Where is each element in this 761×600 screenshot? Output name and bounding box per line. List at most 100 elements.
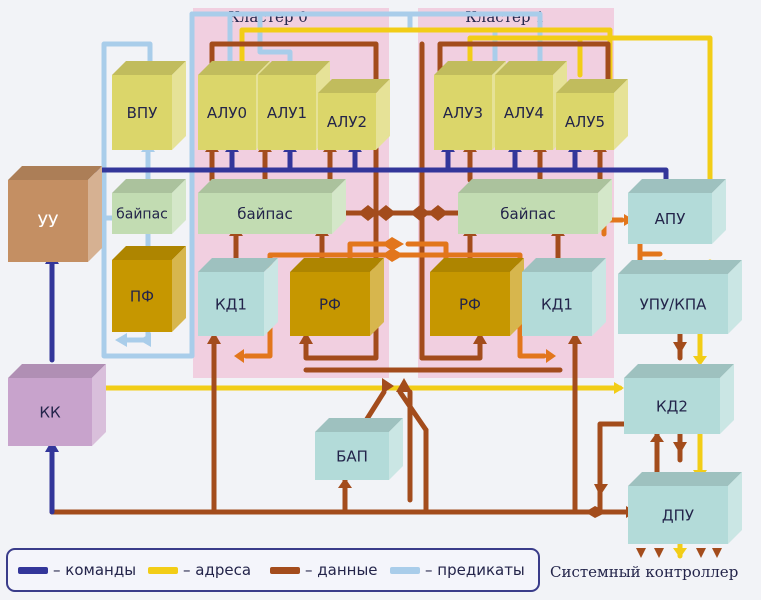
block-top-face: [112, 179, 186, 193]
block-side-face: [172, 179, 186, 234]
block-alu4: АЛУ4: [495, 61, 567, 150]
block-label: АЛУ4: [504, 104, 544, 122]
block-front-face: [430, 272, 510, 336]
block-top-face: [315, 418, 403, 432]
block-label: байпас: [116, 207, 168, 223]
block-top-face: [198, 258, 278, 272]
block-front-face: [495, 75, 553, 150]
legend-swatch-commands: [18, 566, 48, 574]
block-label: АПУ: [655, 210, 686, 228]
block-bypass-pred: байпас: [112, 179, 186, 234]
block-upu-kpa: УПУ/КПА: [618, 260, 742, 334]
block-front-face: [198, 75, 256, 150]
legend-swatch-data: [270, 566, 300, 574]
block-front-face: [458, 193, 598, 234]
block-label: ДПУ: [662, 506, 694, 524]
data-lines: [49, 41, 683, 515]
block-front-face: [624, 378, 720, 434]
block-side-face: [720, 364, 734, 434]
block-front-face: [258, 75, 316, 150]
block-label: АЛУ5: [565, 113, 605, 131]
block-side-face: [332, 179, 346, 234]
legend-item-predicates: – предикаты: [390, 561, 525, 579]
legend: – команды – адреса – данные – предикаты: [6, 548, 540, 592]
block-side-face: [370, 258, 384, 336]
block-label: КД1: [215, 295, 247, 313]
legend-item-commands: – команды: [18, 561, 136, 579]
block-top-face: [556, 79, 628, 93]
block-uu: УУ: [8, 166, 102, 262]
block-rf-c0: РФ: [290, 258, 384, 336]
legend-item-addresses: – адреса: [148, 561, 251, 579]
block-label: РФ: [459, 295, 481, 313]
block-kd1-c1: КД1: [522, 258, 606, 336]
block-top-face: [112, 246, 186, 260]
block-top-face: [458, 179, 612, 193]
system-controller-label: Системный контроллер: [550, 563, 739, 581]
block-side-face: [264, 258, 278, 336]
block-side-face: [88, 166, 102, 262]
block-label: РФ: [319, 295, 341, 313]
block-label: ПФ: [130, 287, 154, 305]
cluster-0-label: Кластер 0: [228, 8, 308, 26]
block-front-face: [628, 193, 712, 244]
block-front-face: [112, 260, 172, 332]
block-alu2: АЛУ2: [318, 79, 390, 150]
block-label: АЛУ0: [207, 104, 247, 122]
block-bap: БАП: [315, 418, 403, 480]
block-front-face: [8, 180, 88, 262]
block-pf: ПФ: [112, 246, 186, 332]
block-side-face: [614, 79, 628, 150]
block-top-face: [258, 61, 330, 75]
block-side-face: [172, 246, 186, 332]
legend-item-data: – данные: [270, 561, 378, 579]
block-label: КД2: [656, 397, 688, 415]
block-top-face: [8, 364, 106, 378]
block-rf-c1: РФ: [430, 258, 524, 336]
legend-label-predicates: – предикаты: [425, 561, 525, 579]
block-top-face: [8, 166, 102, 180]
block-side-face: [712, 179, 726, 244]
block-top-face: [198, 179, 346, 193]
block-label: КК: [39, 403, 61, 421]
block-label: ВПУ: [127, 104, 158, 122]
block-dpu: ДПУ: [628, 472, 742, 544]
block-front-face: [618, 274, 728, 334]
block-top-face: [495, 61, 567, 75]
block-top-face: [112, 61, 186, 75]
block-front-face: [198, 272, 264, 336]
block-side-face: [172, 61, 186, 150]
block-top-face: [434, 61, 506, 75]
block-bypass-c1: байпас: [458, 179, 612, 234]
block-top-face: [618, 260, 742, 274]
block-top-face: [290, 258, 384, 272]
legend-label-data: – данные: [305, 561, 378, 579]
block-label: байпас: [500, 205, 555, 223]
block-front-face: [112, 75, 172, 150]
block-front-face: [556, 93, 614, 150]
block-label: УПУ/КПА: [640, 295, 708, 313]
block-front-face: [522, 272, 592, 336]
block-side-face: [598, 179, 612, 234]
block-front-face: [198, 193, 332, 234]
block-side-face: [376, 79, 390, 150]
block-side-face: [92, 364, 106, 446]
block-label: АЛУ1: [267, 104, 307, 122]
legend-swatch-predicates: [390, 566, 420, 574]
block-top-face: [522, 258, 606, 272]
block-side-face: [592, 258, 606, 336]
block-top-face: [628, 472, 742, 486]
block-front-face: [290, 272, 370, 336]
block-top-face: [628, 179, 726, 193]
block-label: АЛУ3: [443, 104, 483, 122]
block-label: БАП: [336, 447, 368, 465]
block-side-face: [728, 260, 742, 334]
block-bypass-c0: байпас: [198, 179, 346, 234]
block-top-face: [624, 364, 734, 378]
block-front-face: [8, 378, 92, 446]
legend-swatch-addresses: [148, 566, 178, 574]
block-kk: КК: [8, 364, 106, 446]
